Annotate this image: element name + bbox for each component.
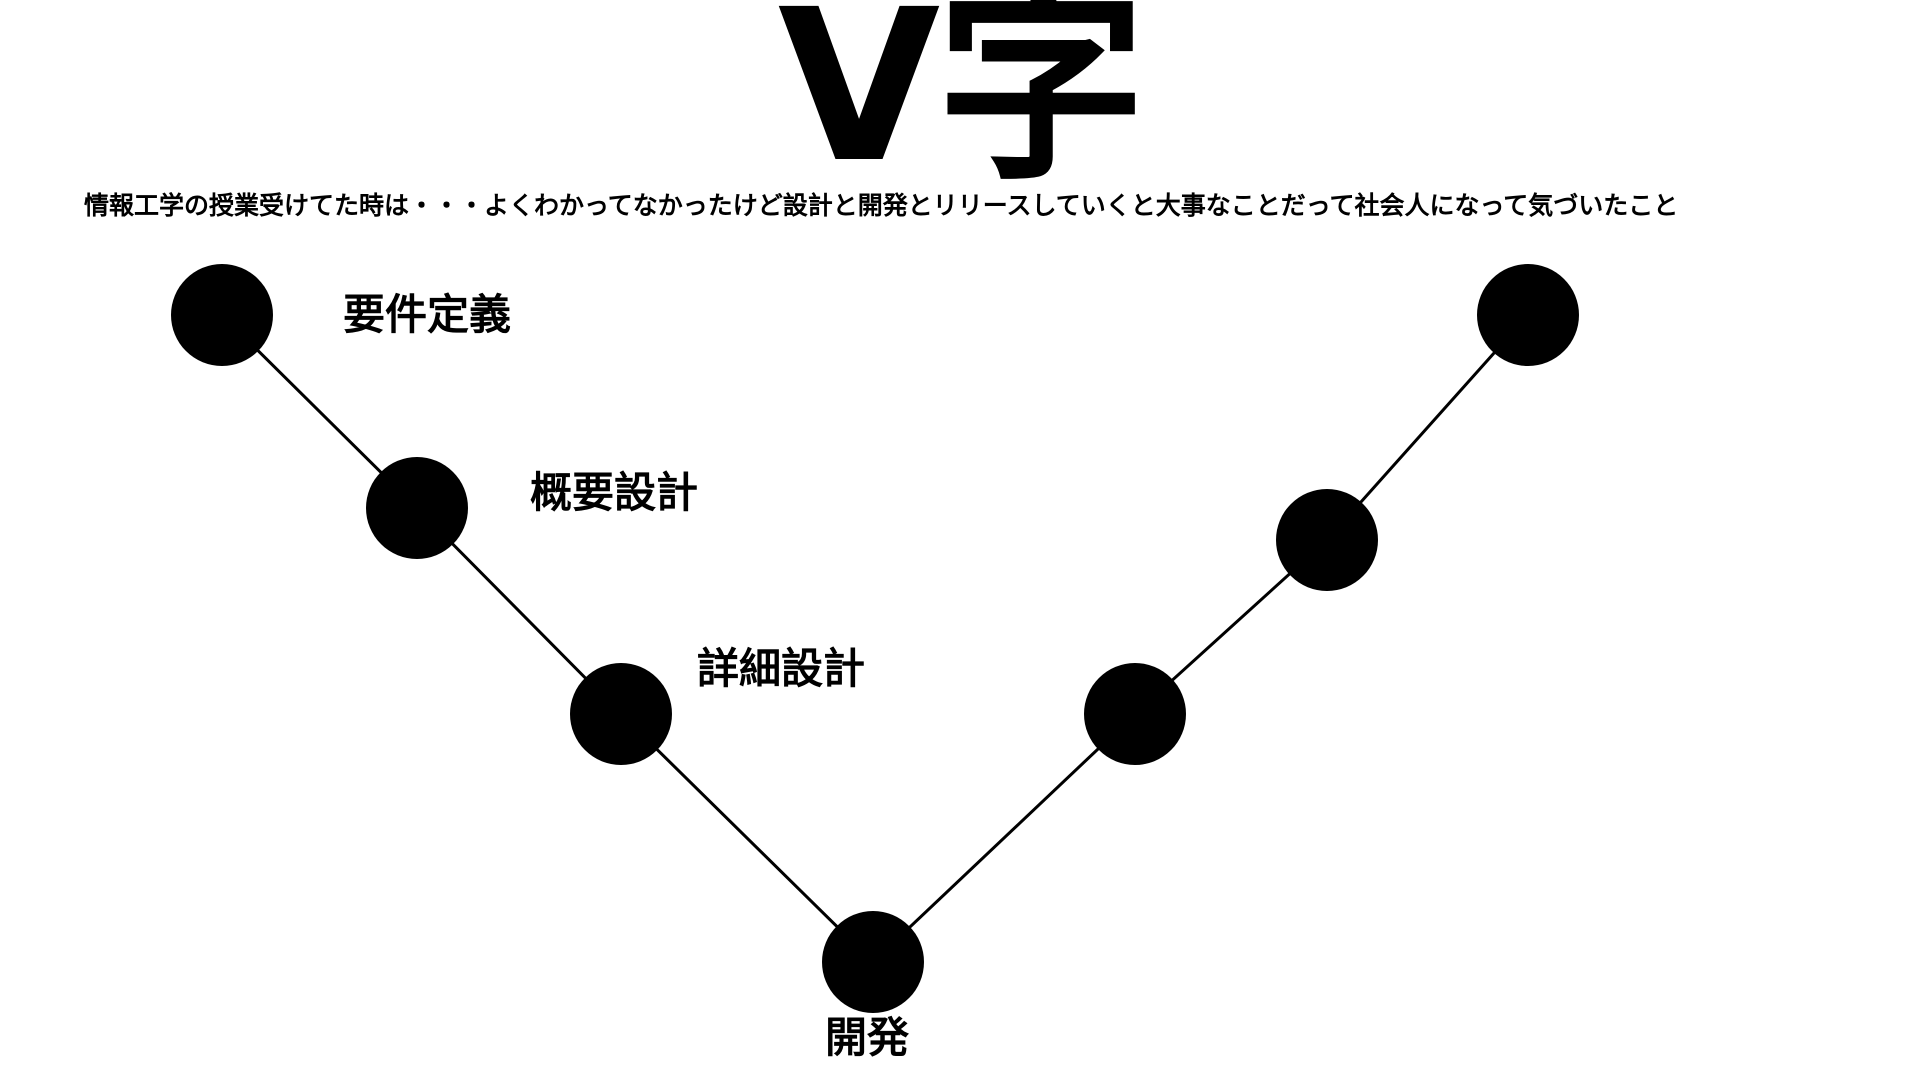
node-right-middle (1276, 489, 1378, 591)
label-requirements: 要件定義 (343, 290, 512, 339)
node-detailed-design (570, 663, 672, 765)
node-right-upper (1477, 264, 1579, 366)
diagram-title: V字 (777, 0, 1147, 209)
label-detailed-design: 詳細設計 (697, 644, 866, 693)
diagram-subtitle: 情報工学の授業受けてた時は・・・よくわかってなかったけど設計と開発とリリースして… (84, 191, 1679, 220)
connector-line (871, 712, 1137, 964)
node-basic-design (366, 457, 468, 559)
node-requirements (171, 264, 273, 366)
node-development (822, 911, 924, 1013)
label-development: 開発 (825, 1013, 910, 1062)
connector-line (619, 712, 875, 964)
label-basic-design: 概要設計 (530, 468, 699, 517)
node-right-lower (1084, 663, 1186, 765)
